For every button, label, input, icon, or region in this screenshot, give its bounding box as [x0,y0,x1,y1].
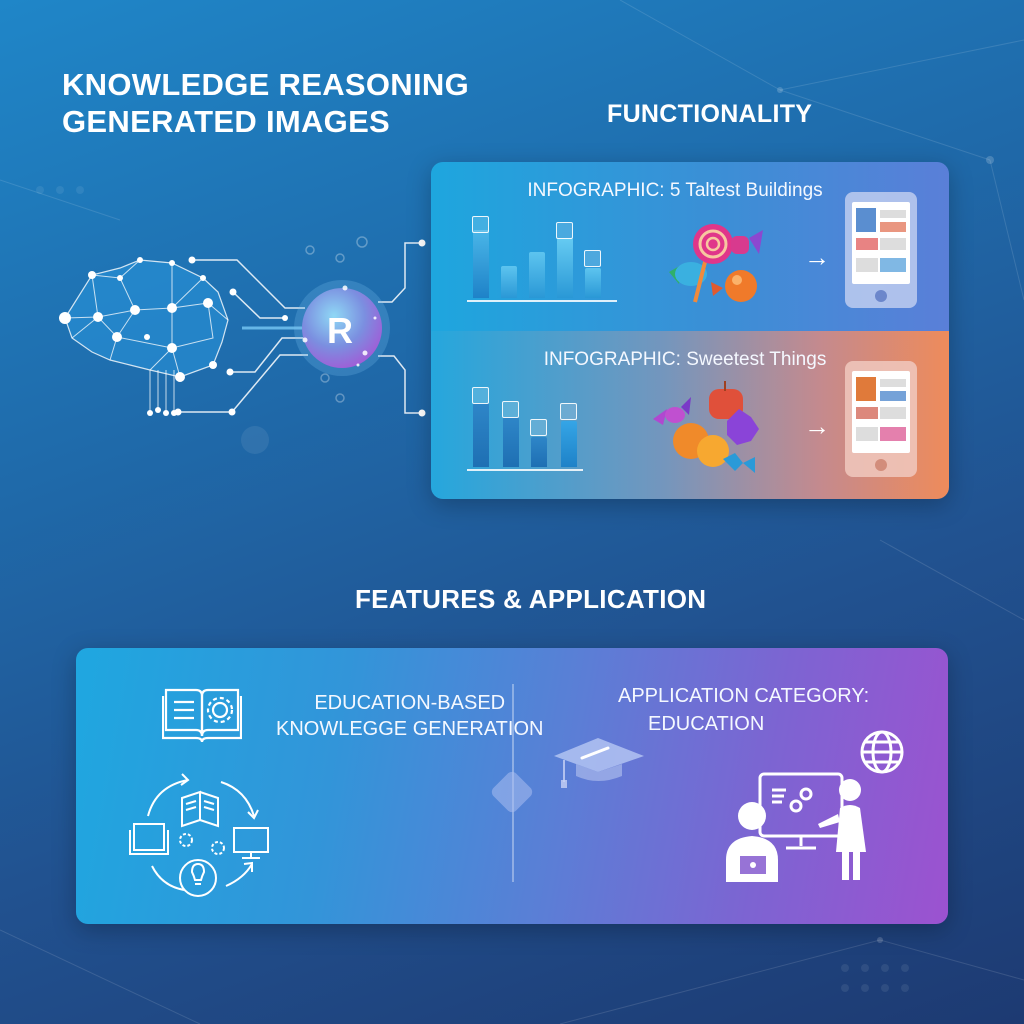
education-knowledge-label: EDUCATION-BASED KNOWLEGGE GENERATION [276,692,544,740]
book-gear-icon [162,688,242,743]
functionality-row-sweetest-things[interactable]: INFOGRAPHIC: Sweetest Things → [431,330,949,499]
functionality-panel: INFOGRAPHIC: 5 Taltest Buildings → [431,162,949,499]
features-panel: EDUCATION-BASED KNOWLEGGE GENERATION APP… [76,648,948,924]
row-label: INFOGRAPHIC: Sweetest Things [543,348,827,370]
graduation-cap-icon [554,738,644,788]
functionality-row-tallest-buildings[interactable]: INFOGRAPHIC: 5 Taltest Buildings → [431,162,949,331]
arrow-right-icon: → [804,242,830,272]
page-title: KNOWLEDGE REASONING GENERATED IMAGES [62,66,469,140]
arrow-right-icon: → [804,410,830,441]
title-line-2: GENERATED IMAGES [62,104,391,139]
brain-network-illustration: R [40,230,440,430]
candy-icon [669,224,763,303]
bar-chart-icon [467,212,617,302]
tablet-icon [845,360,917,477]
application-category-label: APPLICATION CATEGORY: EDUCATION [618,685,870,735]
row-label: INFOGRAPHIC: 5 Taltest Buildings [527,180,823,201]
title-line-1: KNOWLEDGE REASONING [62,67,469,102]
knowledge-cycle-icon [129,773,269,897]
functionality-title: FUNCTIONALITY [607,100,813,128]
brain-icon [59,236,426,417]
tablet-icon [845,192,917,308]
features-title: FEATURES & APPLICATION [355,584,707,614]
bar-chart-icon [467,381,617,471]
sweets-icon [653,380,759,473]
logo-r-icon: R [327,310,353,351]
diamond-marker-icon [489,769,535,815]
teacher-student-icon [726,730,904,882]
